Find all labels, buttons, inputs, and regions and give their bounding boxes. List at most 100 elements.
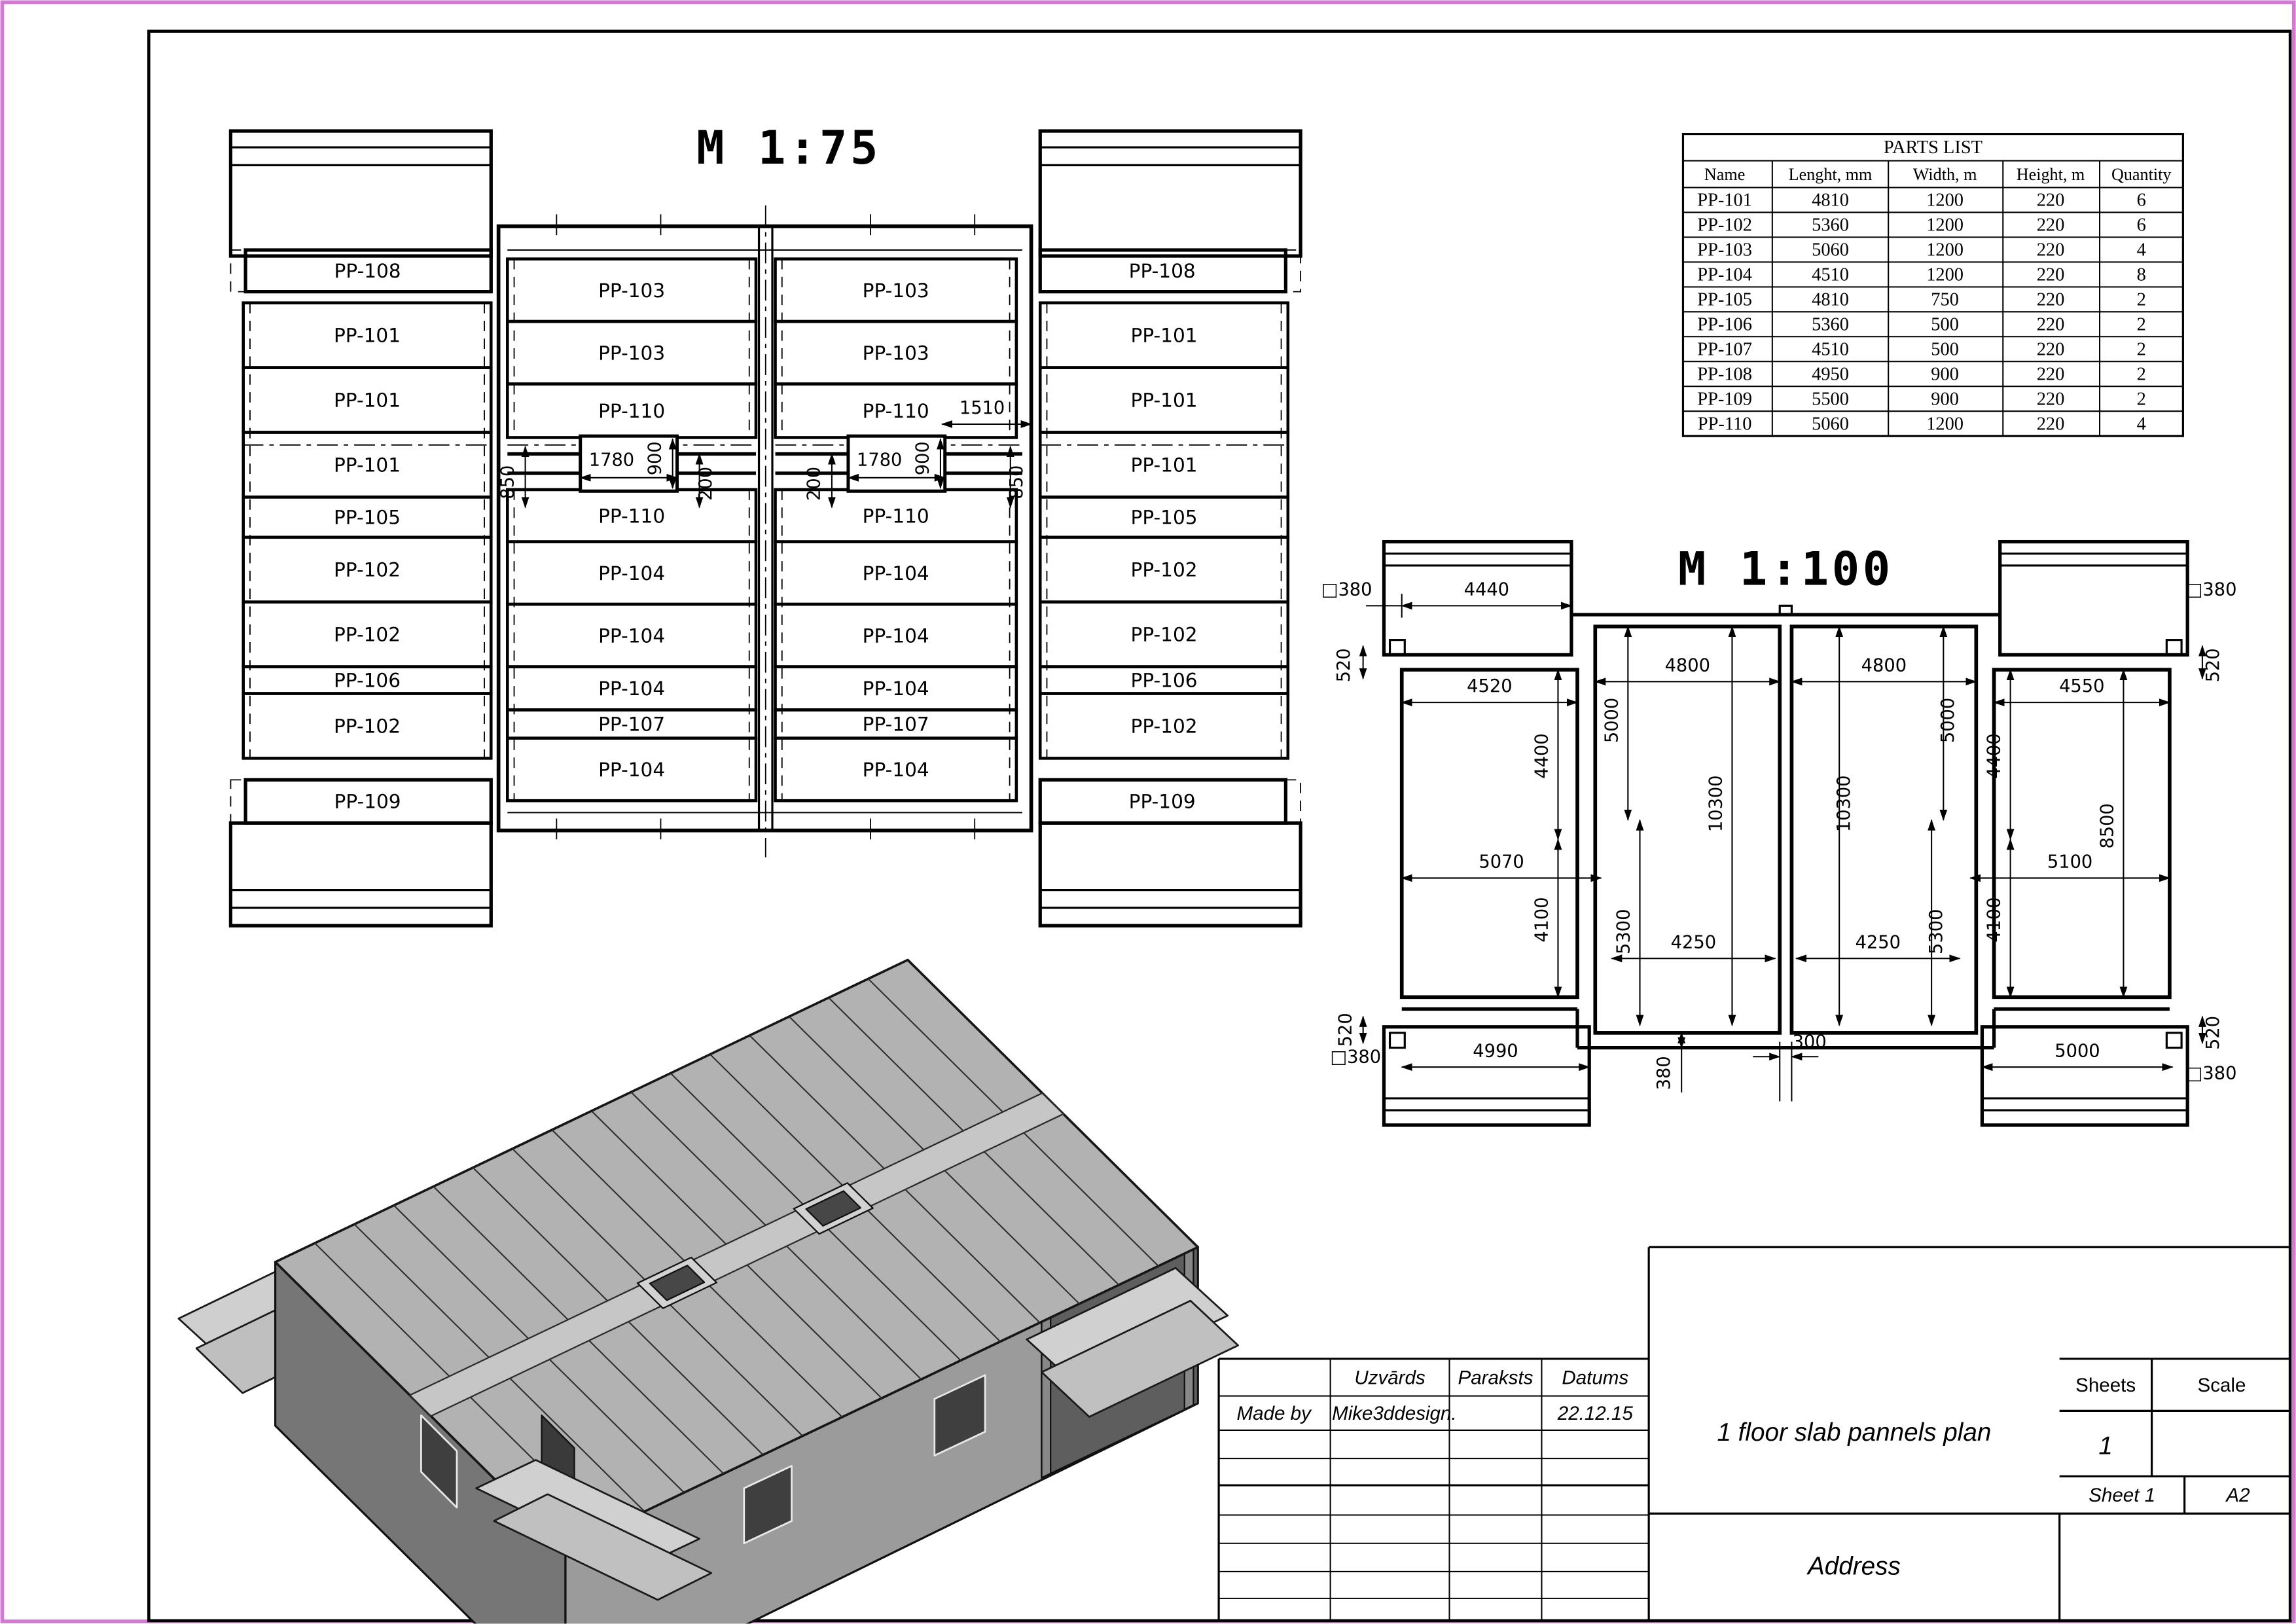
parts-cell: 2 [2137,315,2146,335]
panel-label: PP-104 [598,677,665,700]
dim-4400: 4400 [1532,733,1552,778]
panel-label: PP-108 [334,260,401,282]
parts-cell: 220 [2037,315,2065,335]
panel-label: PP-103 [863,280,929,302]
parts-col-height: Height, m [2017,165,2085,184]
panel-label: PP-103 [598,342,665,364]
panel-label: PP-110 [598,505,665,527]
dim-hatch-width: 1780 [589,450,634,471]
parts-cell: 2 [2137,364,2146,384]
dim-5300: 5300 [1614,909,1634,954]
panel-label: PP-103 [863,342,929,364]
plan100-outline [1382,539,2189,1127]
plan75-center-walls [242,205,1289,857]
panel-label: PP-102 [334,624,401,646]
panel-label: PP-104 [598,624,665,647]
dim-5000: 5000 [1602,698,1622,743]
panel-label: PP-110 [863,505,929,527]
dim-end-offset: 1510 [960,398,1005,418]
parts-cell: PP-107 [1697,339,1752,359]
dim-520: 520 [2203,1016,2223,1050]
panel-label: PP-104 [863,624,929,647]
parts-cell: PP-106 [1697,315,1752,335]
dim-4400: 4400 [1984,733,2005,778]
dim-4250: 4250 [1671,932,1716,952]
parts-cell: 220 [2037,389,2065,409]
dim-380sq: □380 [1330,1047,1381,1067]
dim-4990: 4990 [1473,1041,1518,1061]
parts-cell: 4 [2137,240,2146,261]
parts-col-name: Name [1704,165,1745,184]
dim-5070: 5070 [1479,852,1524,873]
parts-cell: 1200 [1926,215,1964,236]
dim-380: 380 [1654,1056,1674,1090]
dim-520: 520 [1334,648,1354,682]
sheets-value: 1 [2098,1432,2113,1460]
made-by-label: Made by [1237,1403,1313,1424]
parts-cell: PP-101 [1697,190,1752,211]
parts-col-width: Width, m [1913,165,1977,184]
panel-label: PP-109 [1129,791,1196,813]
roof-hatch-openings [636,1182,874,1309]
panel-label: PP-104 [598,562,665,585]
parts-list-row-lines [1683,211,2183,412]
parts-cell: PP-105 [1697,290,1752,310]
dim-4800: 4800 [1861,655,1907,676]
surname-label: Uzvārds [1354,1367,1426,1388]
panel-label: PP-105 [1131,507,1198,529]
dim-4440: 4440 [1464,579,1509,600]
parts-cell: 4 [2137,414,2146,434]
parts-cell: 6 [2137,190,2146,211]
parts-cell: 1200 [1926,190,1964,211]
panel-label: PP-109 [334,791,401,813]
dim-380sq: □380 [2186,579,2237,600]
plan-1-100: M 1:100 [1321,539,2237,1127]
scale-label: Scale [2198,1375,2246,1396]
dim-380sq: □380 [2186,1063,2237,1083]
panel-label: PP-106 [1131,669,1198,691]
dim-4100: 4100 [1984,897,2005,942]
parts-cell: PP-104 [1697,265,1752,285]
parts-cell: 5360 [1812,215,1849,236]
parts-list: PARTS LIST Name Lenght, mm Width, m Heig… [1681,133,2184,437]
dim-slab-gap: 200 [696,467,716,501]
dim-hatch-height: 900 [645,441,665,475]
parts-cell: PP-103 [1697,240,1752,261]
dim-300: 300 [1793,1032,1827,1053]
panel-label: PP-106 [334,669,401,691]
right-porch-step [1041,1299,1239,1418]
dim-10300: 10300 [1706,775,1727,832]
plan75-porch-top-right [1038,129,1302,294]
parts-cell: 220 [2037,190,2065,211]
parts-list-title: PARTS LIST [1884,137,1982,158]
parts-cell: 900 [1931,364,1959,384]
dim-slab-gap: 200 [804,467,825,501]
plan75-title: M 1:75 [696,121,881,175]
panel-label: PP-105 [334,507,401,529]
dim-4250: 4250 [1856,932,1901,952]
parts-cell: PP-110 [1698,414,1752,434]
plan75-porch-top-left [228,129,493,294]
panel-label: PP-102 [1131,559,1198,581]
roof-hatch [805,1190,861,1227]
date-label: Datums [1562,1367,1628,1388]
signature-label: Paraksts [1458,1367,1533,1388]
parts-cell: 4950 [1812,364,1849,384]
plan100-dimensions: □380 4440 520 4520 4400 5000 4800 10300 … [1321,579,2237,1102]
parts-cell: 4810 [1812,290,1849,310]
dim-380sq: □380 [1321,579,1372,600]
panel-label: PP-102 [334,559,401,581]
parts-cell: 2 [2137,339,2146,359]
dim-8500: 8500 [2098,803,2118,848]
plan75-panel-labels: PP-101PP-101PP-101PP-105PP-102PP-102PP-1… [334,280,1198,781]
panel-row [506,736,758,803]
panel-label: PP-104 [863,677,929,700]
format-value: A2 [2225,1485,2250,1506]
parts-cell: 220 [2037,364,2065,384]
parts-cell: 500 [1931,339,1959,359]
panel-row [242,692,493,760]
parts-cell: 500 [1931,315,1959,335]
panel-label: PP-104 [598,759,665,781]
parts-cell: 220 [2037,215,2065,236]
